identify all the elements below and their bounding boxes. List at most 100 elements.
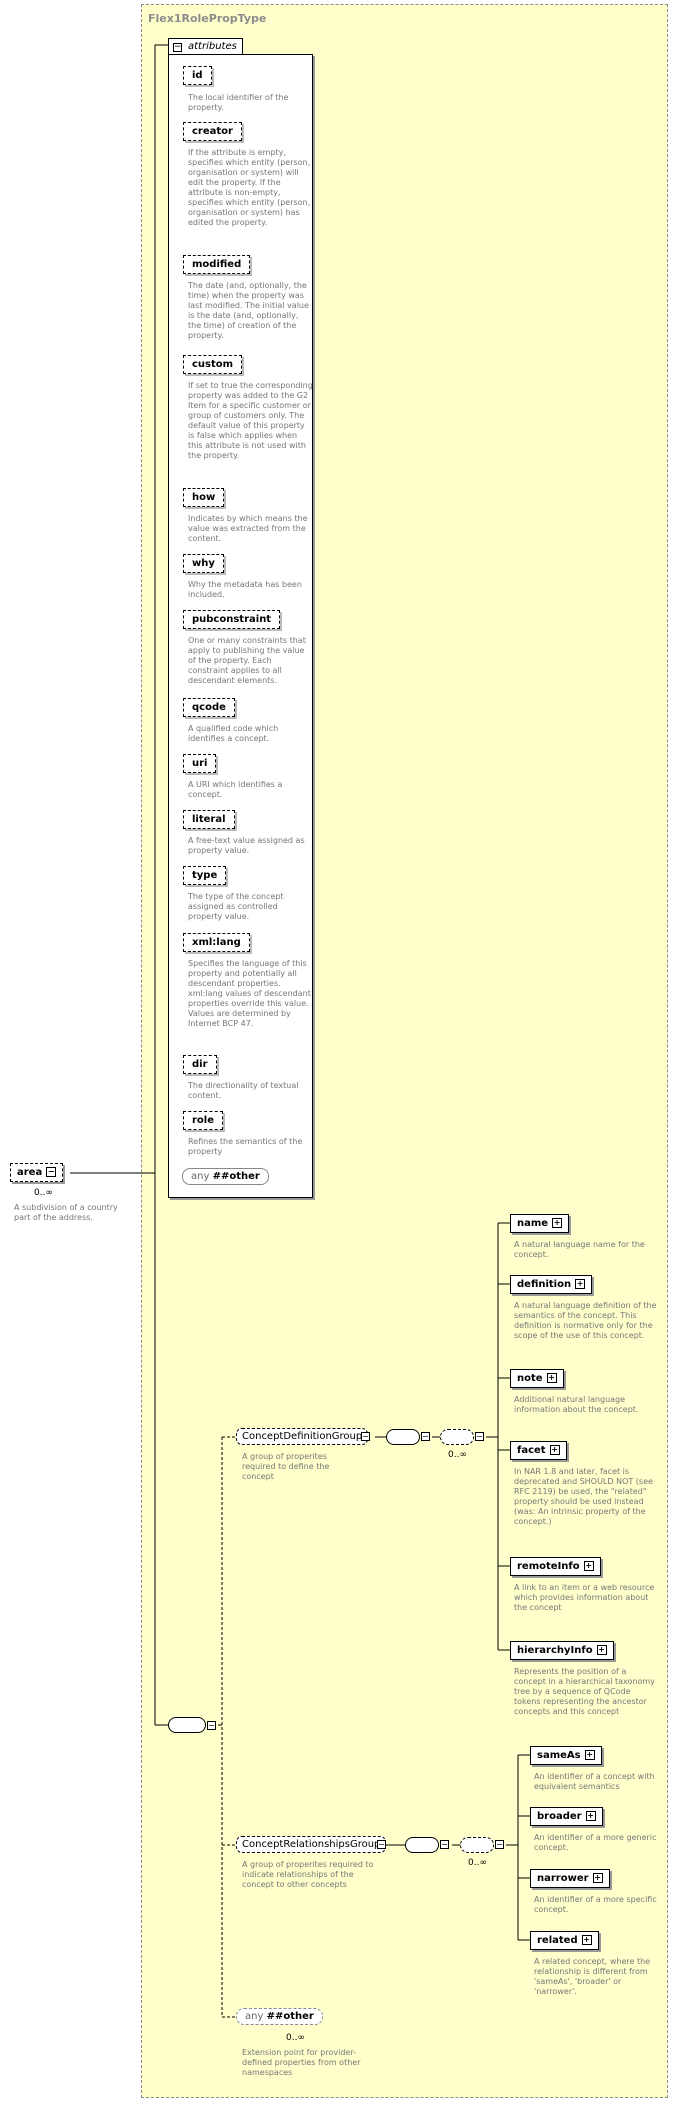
expand-icon[interactable]: + [546,1373,557,1383]
element-label: name [517,1218,549,1229]
element-note[interactable]: note+ [510,1369,564,1388]
attr-desc: If set to true the corresponding propert… [188,381,313,460]
collapse-icon[interactable]: − [207,1721,216,1730]
attr-type[interactable]: type [183,866,227,885]
element-facet[interactable]: facet+ [510,1441,567,1460]
attr-desc: A URI which identifies a concept. [188,780,283,799]
sequence-icon [168,1717,206,1733]
attr-desc: The local identifier of the property. [188,93,289,112]
sequence-icon [386,1429,420,1445]
attr-role[interactable]: role [183,1111,224,1130]
expand-icon[interactable]: + [552,1218,563,1228]
collapse-icon[interactable]: − [421,1432,430,1441]
element-desc: An identifier of a concept with equivale… [534,1772,655,1791]
attr-dir[interactable]: dir [183,1055,217,1074]
expand-icon[interactable]: + [583,1561,594,1571]
group-desc: A group of properites required to define… [242,1452,330,1481]
attr-modified[interactable]: modified [183,255,251,274]
element-desc: A natural language definition of the sem… [514,1301,657,1340]
element-definition[interactable]: definition+ [510,1275,593,1294]
attr-desc: Specifies the language of this property … [188,959,311,1028]
element-desc: Represents the position of a concept in … [514,1667,655,1716]
element-desc: A link to an item or a web resource whic… [514,1583,655,1612]
expand-icon[interactable]: + [592,1873,603,1883]
element-label: related [537,1935,578,1946]
element-name[interactable]: name+ [510,1214,570,1233]
expand-icon[interactable]: + [581,1935,592,1945]
concept-definition-group[interactable]: ConceptDefinitionGroup [236,1428,369,1445]
other-label: ##other [212,1171,260,1182]
element-desc: An identifier of a more generic concept. [534,1833,657,1852]
element-sameas[interactable]: sameAs+ [530,1746,602,1765]
expand-icon[interactable]: + [596,1645,607,1655]
type-title: Flex1RolePropType [148,12,267,25]
element-label: note [517,1373,543,1384]
expand-icon[interactable]: + [549,1445,560,1455]
any-multiplicity: 0..∞ [286,2033,305,2043]
any-label: any [245,2011,264,2022]
element-desc: In NAR 1.8 and later, facet is deprecate… [514,1467,653,1526]
element-label: remoteInfo [517,1561,580,1572]
area-element[interactable]: area− [10,1163,64,1182]
attr-desc: One or many constraints that apply to pu… [188,636,306,685]
choice-icon [440,1429,474,1445]
attr-xml-lang[interactable]: xml:lang [183,933,250,952]
element-label: definition [517,1279,572,1290]
attributes-label: attributes [188,41,237,52]
any-other-element[interactable]: any ##other [236,2008,323,2025]
choice-multiplicity: 0..∞ [448,1450,467,1460]
attr-desc: The type of the concept assigned as cont… [188,892,284,921]
attr-desc: The directionality of textual content. [188,1081,299,1100]
area-desc: A subdivision of a country part of the a… [14,1203,118,1222]
expand-icon[interactable]: + [575,1279,586,1289]
any-label: any [191,1171,210,1182]
attr-literal[interactable]: literal [183,810,235,829]
any-desc: Extension point for provider-defined pro… [242,2048,361,2077]
group-desc: A group of properites required to indica… [242,1860,374,1889]
element-related[interactable]: related+ [530,1931,599,1950]
attr-id[interactable]: id [183,66,212,85]
element-label: hierarchyInfo [517,1645,593,1656]
attr-custom[interactable]: custom [183,355,243,374]
area-label: area [17,1167,43,1178]
element-label: broader [537,1811,582,1822]
collapse-icon[interactable]: − [495,1840,504,1849]
attr-why[interactable]: why [183,554,224,573]
element-broader[interactable]: broader+ [530,1807,603,1826]
collapse-icon[interactable]: − [440,1840,449,1849]
element-desc: An identifier of a more specific concept… [534,1895,657,1914]
attr-desc: A qualified code which identifies a conc… [188,724,279,743]
choice-icon [460,1837,494,1853]
attr-pubconstraint[interactable]: pubconstraint [183,610,281,629]
element-label: narrower [537,1873,589,1884]
attr-desc: Why the metadata has been included. [188,580,302,599]
other-label: ##other [266,2011,314,2022]
choice-multiplicity: 0..∞ [468,1858,487,1868]
collapse-icon[interactable]: − [475,1432,484,1441]
any-other-attribute[interactable]: any ##other [182,1168,269,1185]
attr-desc: A free-text value assigned as property v… [188,836,305,855]
collapse-icon[interactable]: − [361,1432,370,1441]
element-narrower[interactable]: narrower+ [530,1869,610,1888]
attr-how[interactable]: how [183,488,225,507]
attr-desc: Refines the semantics of the property [188,1137,303,1156]
collapse-icon[interactable]: − [377,1840,386,1849]
attr-desc: The date (and, optionally, the time) whe… [188,281,309,340]
attributes-tab[interactable]: −attributes [168,38,243,55]
element-desc: Additional natural language information … [514,1395,639,1414]
element-desc: A natural language name for the concept. [514,1240,645,1259]
expand-icon[interactable]: + [585,1811,596,1821]
area-multiplicity: 0..∞ [34,1188,53,1198]
attr-qcode[interactable]: qcode [183,698,235,717]
element-remoteinfo[interactable]: remoteInfo+ [510,1557,601,1576]
element-hierarchyinfo[interactable]: hierarchyInfo+ [510,1641,614,1660]
expand-icon[interactable]: + [584,1750,595,1760]
element-label: sameAs [537,1750,581,1761]
element-desc: A related concept, where the relationshi… [534,1957,651,1996]
attr-creator[interactable]: creator [183,122,242,141]
collapse-icon[interactable]: − [173,42,182,52]
concept-relationships-group[interactable]: ConceptRelationshipsGroup [236,1836,387,1853]
collapse-icon[interactable]: − [46,1167,57,1177]
attr-uri[interactable]: uri [183,754,217,773]
